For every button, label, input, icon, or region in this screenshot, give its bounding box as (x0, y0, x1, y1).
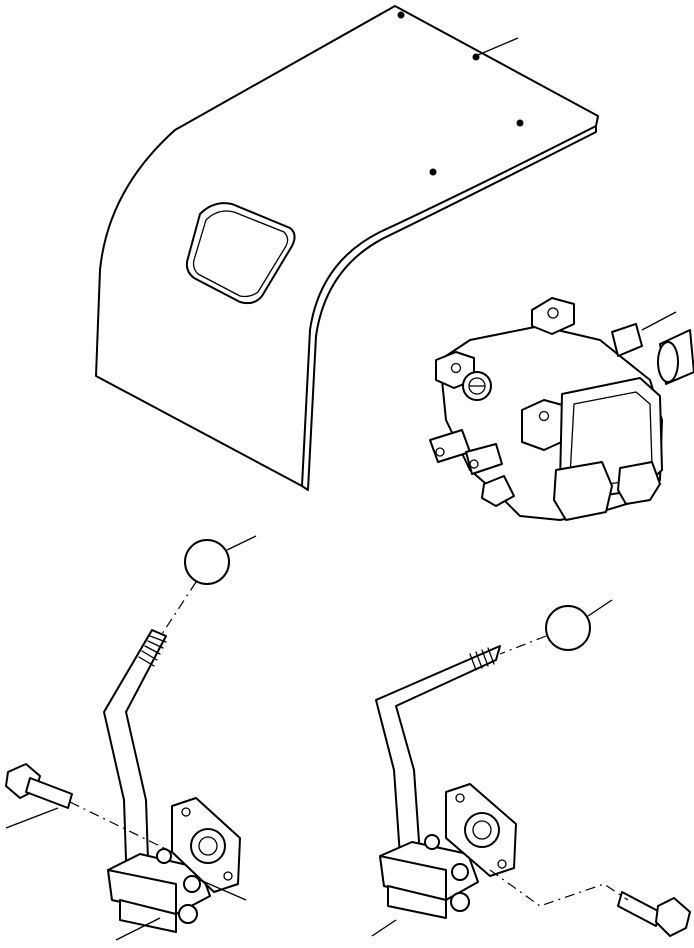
assembly-centerline (489, 869, 629, 907)
leader-line (371, 919, 397, 937)
mounting-hole (397, 11, 405, 19)
cover-panel (95, 5, 599, 491)
assembly-centerline (161, 581, 197, 635)
mounting-hole (516, 119, 524, 127)
leader-line (115, 917, 161, 941)
bolt-right (617, 891, 691, 937)
knob-left (184, 535, 257, 585)
knob-right (545, 599, 613, 651)
leader-line (199, 879, 247, 901)
lever-left (103, 629, 241, 933)
control-valve (429, 297, 694, 521)
assembly-centerline (69, 801, 173, 853)
assembly-centerline (499, 635, 547, 655)
leader-line (477, 37, 519, 56)
leader-line (641, 311, 677, 331)
mounting-hole (472, 53, 480, 61)
bolt-left (5, 763, 73, 829)
lever-right (375, 645, 517, 919)
mounting-hole (429, 168, 437, 176)
